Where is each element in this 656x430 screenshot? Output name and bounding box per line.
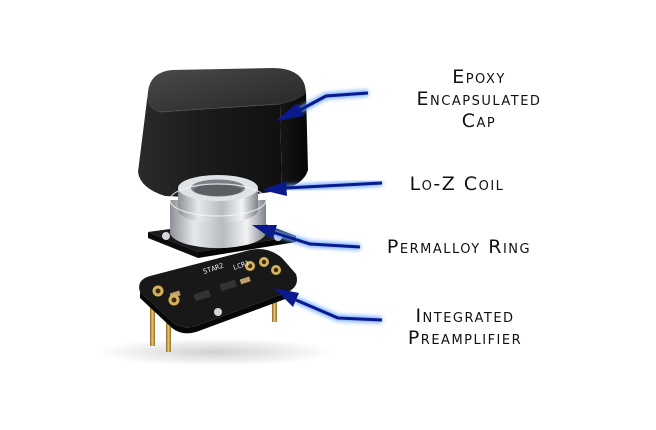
- pcb-pin: [166, 306, 171, 352]
- label-permalloy-ring: Permalloy Ring: [364, 236, 554, 258]
- arrow-cap: [276, 90, 369, 121]
- arrowhead-icon: [262, 181, 287, 196]
- label-lo-z-coil: Lo-Z Coil: [392, 173, 522, 195]
- arrowhead-icon: [276, 103, 304, 121]
- label-line: Encapsulated: [416, 88, 542, 110]
- label-line: Cap: [461, 110, 497, 132]
- pcb-pin: [150, 300, 155, 346]
- lo-z-coil: [169, 175, 267, 223]
- arrowhead-icon: [274, 288, 299, 307]
- arrow-preamp: [274, 288, 383, 323]
- epoxy-cap: [138, 68, 308, 198]
- preamplifier-pcb: STAR2 LCR1: [139, 249, 297, 352]
- label-integrated-preamplifier: Integrated Preamplifier: [390, 305, 540, 349]
- label-line: Epoxy: [452, 66, 506, 88]
- label-line: Permalloy Ring: [386, 236, 532, 258]
- ground-shadow: [95, 338, 335, 366]
- label-line: Integrated: [415, 305, 515, 327]
- arrow-coil: [262, 180, 383, 196]
- label-line: Preamplifier: [407, 327, 523, 349]
- label-line: Lo-Z Coil: [409, 173, 505, 195]
- label-epoxy-encapsulated-cap: Epoxy Encapsulated Cap: [404, 66, 554, 132]
- pcb-pin: [272, 284, 277, 322]
- arrow-ring: [252, 225, 361, 250]
- arrowhead-icon: [252, 225, 277, 239]
